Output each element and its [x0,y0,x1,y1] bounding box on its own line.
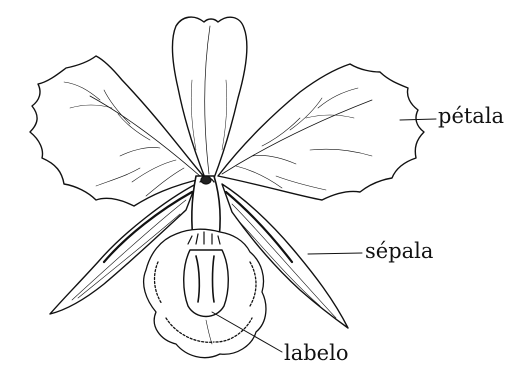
petal-label: pétala [438,106,504,127]
right-petal [218,64,424,200]
sepal-label: sépala [365,241,433,262]
labellum [144,229,266,357]
lip-label: labelo [284,343,348,364]
sepal-leader-line [308,253,362,254]
